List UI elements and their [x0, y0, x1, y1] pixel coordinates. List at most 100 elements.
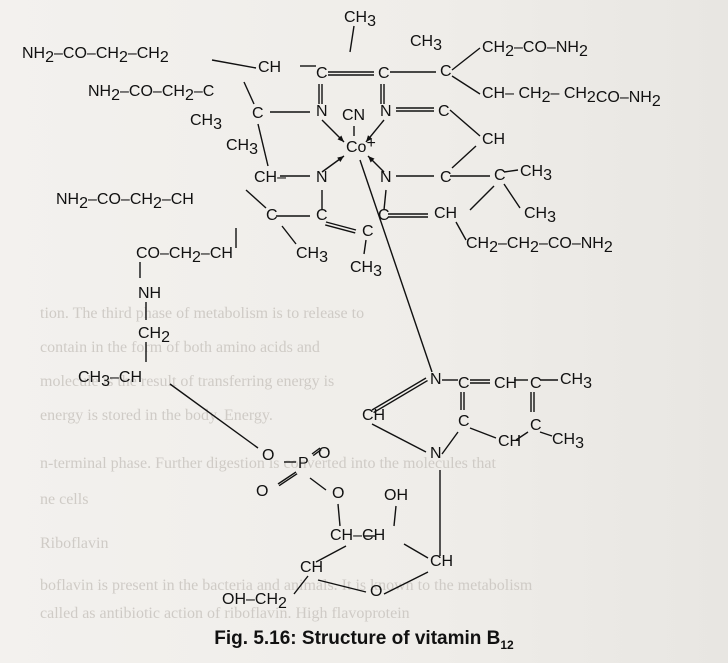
coordinate-arrowhead	[337, 156, 344, 162]
ring-bond	[469, 427, 497, 439]
ring-bond	[515, 431, 529, 441]
hydroxymethyl-label: OH–CH2	[222, 591, 287, 612]
double-bond	[312, 449, 322, 457]
methyl-label: CH3	[410, 33, 442, 54]
methyl-label: CH3	[560, 371, 592, 392]
isopropanol-ch: CH3–CH	[78, 369, 142, 390]
ring-carbon: C	[458, 375, 470, 392]
methyl-label: CH3	[524, 205, 556, 226]
ring-carbon: C	[440, 169, 452, 186]
amide-chain-top-right: CH2–CO–NH2	[482, 39, 588, 60]
ring-carbon: C	[530, 375, 542, 392]
ring-carbon: C	[316, 207, 328, 224]
coordinate-arrowhead	[366, 135, 373, 142]
ring-bond	[243, 81, 255, 105]
ring-bond	[503, 169, 519, 173]
oxygen-label: O	[332, 485, 344, 502]
double-bond	[278, 473, 298, 487]
ring-bond	[383, 189, 387, 211]
methyl-label: CH3	[520, 163, 552, 184]
ring-bond	[503, 183, 521, 209]
axial-ligand-bond	[359, 159, 433, 373]
methyl-label: CH3	[344, 9, 376, 30]
ring-bond	[245, 189, 267, 209]
propionamide-linker: CO–CH2–CH	[136, 245, 233, 266]
ring-carbon: C	[378, 207, 390, 224]
oxygen-label: O	[256, 483, 268, 500]
ring-bond	[281, 225, 297, 245]
double-bond	[277, 471, 297, 485]
ring-bond	[451, 145, 477, 169]
ribose-bond	[315, 545, 347, 563]
ring-ch: CH	[498, 433, 521, 450]
ring-bond	[441, 431, 459, 455]
nitrogen-label: N	[430, 371, 442, 388]
ring-carbon: C	[438, 103, 450, 120]
ring-carbon: C	[440, 63, 452, 80]
ring-carbon: C	[378, 65, 390, 82]
methyl-label: CH3	[296, 245, 328, 266]
oxygen-label: O	[370, 583, 382, 600]
ester-bond	[169, 383, 259, 449]
double-bond	[311, 447, 321, 455]
ring-ch: CH	[482, 131, 505, 148]
methyl-label: CH3	[226, 137, 258, 158]
nitrogen-label: N	[316, 103, 328, 120]
nitrogen-label: N	[430, 445, 442, 462]
ribose-ch: CH–CH	[330, 527, 385, 544]
ring-bond	[371, 423, 427, 453]
ring-ch: CH–	[254, 169, 286, 186]
amide-nh: NH	[138, 285, 161, 302]
cobalt-label: Co+	[346, 135, 376, 156]
double-bond	[325, 221, 357, 231]
figure-caption: Fig. 5.16: Structure of vitamin B12	[0, 628, 728, 652]
amide-chain-left: NH2–CO–CH2–C	[88, 83, 214, 104]
ring-carbon: C	[316, 65, 328, 82]
ring-bond	[455, 221, 467, 241]
double-bond	[371, 377, 427, 411]
ring-carbon: C	[458, 413, 470, 430]
ring-bond	[451, 75, 481, 95]
phosphorus-label: P	[298, 455, 309, 472]
ring-bond	[539, 431, 553, 437]
amide-chain-middle-left: NH2–CO–CH2–CH	[56, 191, 194, 212]
double-bond	[373, 379, 428, 414]
ring-bond	[349, 25, 355, 53]
methyl-label: CH3	[350, 259, 382, 280]
ring-a-ch: CH	[258, 59, 281, 76]
nitrogen-label: N	[380, 169, 392, 186]
ribose-bond	[317, 579, 367, 593]
cyano-label: CN	[342, 107, 365, 124]
ring-carbon: C	[494, 167, 506, 184]
ring-carbon: C	[362, 223, 374, 240]
ribose-bond	[383, 571, 429, 595]
coordinate-arrowhead	[337, 135, 344, 142]
ring-ch: CH	[494, 375, 517, 392]
amide-chain-right: CH– CH2– CH2CO–NH2	[482, 85, 661, 110]
ribose-ch: CH	[430, 553, 453, 570]
hydroxyl-label: OH	[384, 487, 408, 504]
phosphate-bond	[309, 477, 327, 491]
oxygen-label: O	[262, 447, 274, 464]
nitrogen-label: N	[380, 103, 392, 120]
methyl-label: CH3	[552, 431, 584, 452]
double-bond	[325, 224, 356, 234]
nitrogen-label: N	[316, 169, 328, 186]
ring-bond	[469, 185, 495, 211]
coordinate-arrowhead	[368, 156, 375, 163]
ring-bond	[449, 109, 481, 137]
amide-chain-top-left: NH2–CO–CH2–CH2	[22, 45, 169, 66]
ring-ch: CH	[434, 205, 457, 222]
ring-bond	[363, 239, 367, 255]
caption-text: Fig. 5.16: Structure of vitamin B	[214, 628, 501, 649]
ring-carbon: C	[530, 417, 542, 434]
amide-chain-bottom-right: CH2–CH2–CO–NH2	[466, 235, 613, 256]
ribose-bond	[337, 503, 341, 527]
oxygen-label: O	[318, 445, 330, 462]
chain-bond	[211, 59, 257, 69]
ribose-bond	[403, 543, 429, 559]
methyl-label: CH3	[190, 112, 222, 133]
ribose-ch: CH	[300, 559, 323, 576]
